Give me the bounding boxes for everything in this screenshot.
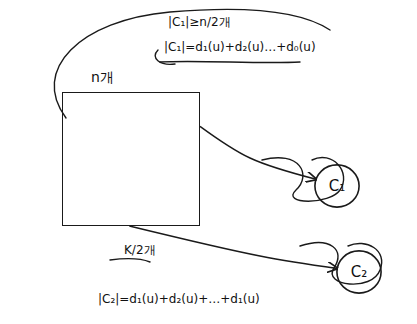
formula-note: K/2개 [124, 242, 156, 259]
underline-stroke [160, 61, 300, 62]
formula-note: |C₁|≥n/2개 [168, 14, 231, 31]
cluster-circle: C₂ [336, 250, 382, 294]
cluster-name: C₁ [314, 177, 360, 195]
big-arc-stroke [54, 9, 330, 118]
cluster-circle: C₁ [314, 164, 360, 208]
formula-note: |C₂|=d₁(u)+d₂(u)+…+d₁(u) [98, 292, 260, 306]
loop-stroke [300, 243, 382, 284]
cluster-name: C₂ [336, 263, 382, 281]
set-box: n개 [62, 92, 200, 226]
arrow-connector [129, 226, 337, 268]
underline-stroke [110, 259, 150, 262]
set-heading: n개 [91, 69, 114, 87]
formula-note: |C₁|=d₁(u)+d₂(u)…+d₀(u) [164, 40, 316, 54]
arrow-connector [200, 126, 316, 179]
